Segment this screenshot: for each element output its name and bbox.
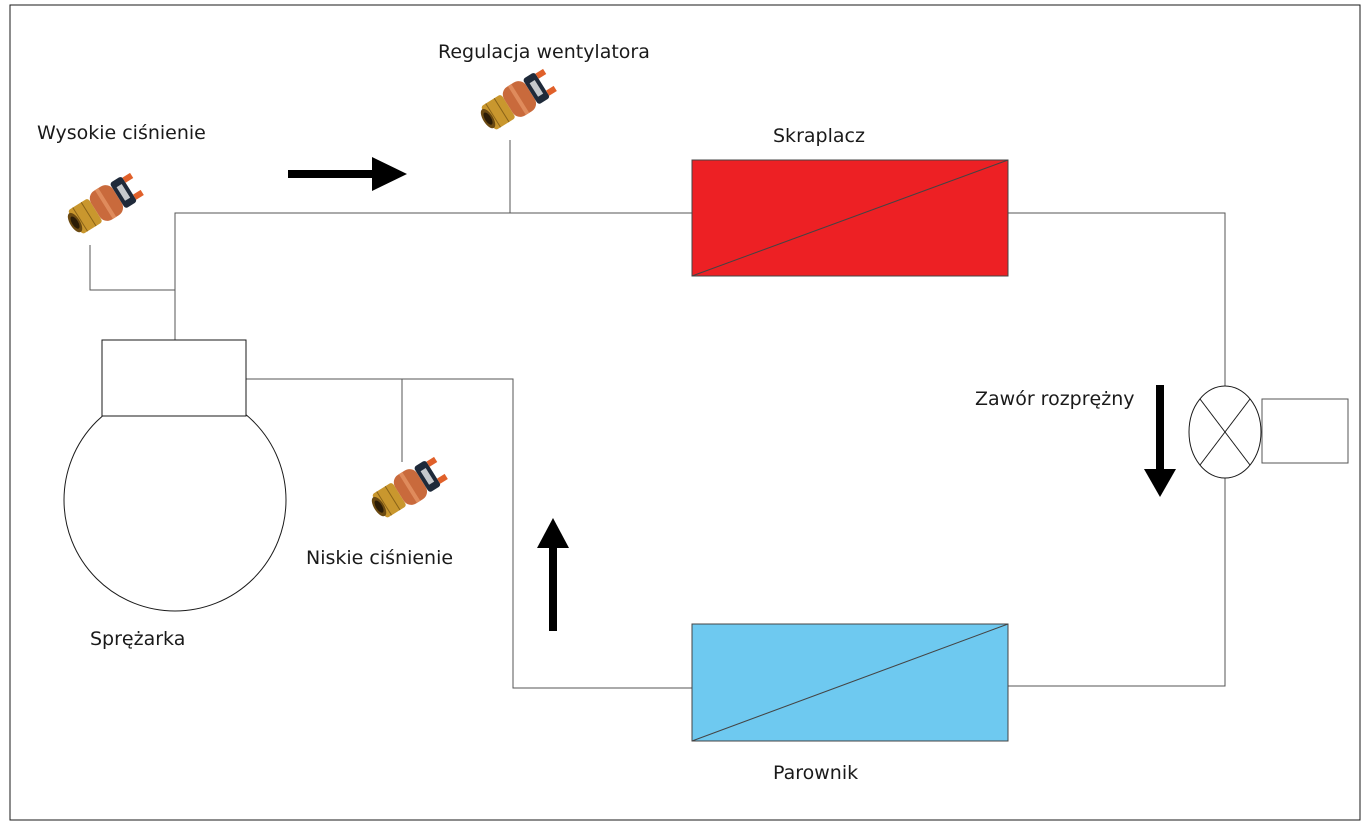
high-pressure-switch-icon	[67, 172, 144, 234]
expansion-valve-label: Zawór rozprężny	[975, 388, 1135, 410]
condenser-diagonal	[691, 159, 1009, 277]
valve-to-evaporator-line	[1008, 478, 1226, 687]
condenser-label: Skraplacz	[773, 125, 865, 147]
compressor	[63, 339, 287, 612]
high-pressure-label: Wysokie ciśnienie	[37, 122, 206, 144]
flow-arrow-down-icon	[1144, 385, 1176, 497]
compressor-label: Sprężarka	[90, 628, 185, 650]
evaporator-diagonal	[691, 623, 1009, 742]
low-pressure-switch-icon	[371, 456, 448, 518]
compressor-head	[101, 339, 247, 417]
expansion-valve-icon	[1188, 385, 1349, 479]
condenser	[691, 159, 1009, 277]
flow-arrow-right-icon	[288, 157, 407, 191]
flow-arrow-up-icon	[537, 518, 569, 631]
liquid-line	[1008, 212, 1226, 386]
high-pressure-tap-line	[89, 245, 175, 291]
evaporator-label: Parownik	[773, 762, 858, 784]
discharge-line	[174, 212, 692, 340]
fan-control-label: Regulacja wentylatora	[438, 41, 650, 63]
fan-control-switch-icon	[480, 68, 557, 130]
suction-line	[246, 378, 692, 689]
page-frame	[9, 4, 1361, 821]
low-pressure-label: Niskie ciśnienie	[306, 547, 453, 569]
valve-sensor-bulb	[1261, 398, 1349, 464]
compressor-body	[63, 388, 287, 612]
evaporator	[691, 623, 1009, 742]
